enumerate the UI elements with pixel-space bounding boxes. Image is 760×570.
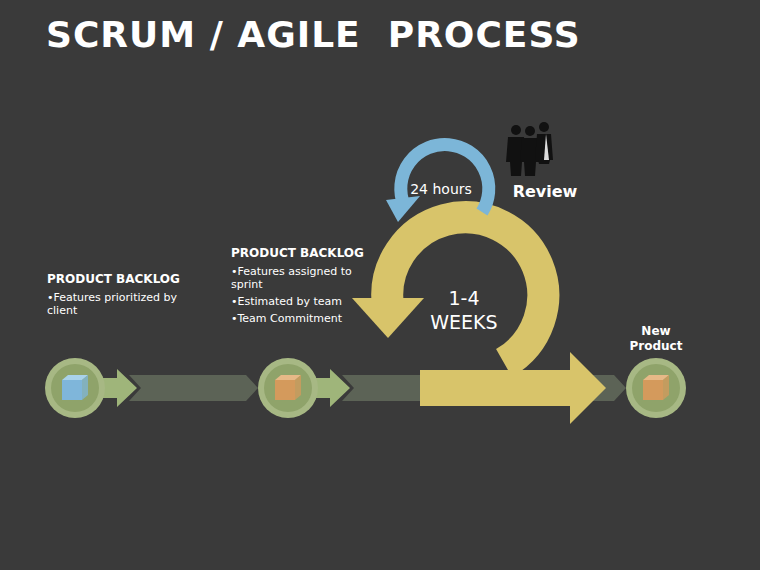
process-circle: New Product — [626, 358, 686, 418]
sprint-shaft — [420, 370, 580, 406]
backlog-bullet: •Team Commitment — [231, 312, 356, 325]
diagram-title: SCRUM / AGILE PROCESS — [46, 14, 581, 55]
loop-label: 24 hours — [405, 180, 477, 198]
people-silhouette — [506, 122, 553, 176]
backlog-heading: PRODUCT BACKLOG — [231, 246, 356, 260]
loop-arrowhead — [352, 298, 424, 338]
daily-arrowhead — [386, 196, 420, 222]
sprint-arrowhead — [570, 352, 606, 424]
circle-icon — [626, 358, 686, 418]
backlog-bullet: •Estimated by team — [231, 295, 356, 308]
product-label: New Product — [621, 324, 691, 354]
backlog-bullet: •Features assigned to sprint — [231, 265, 356, 291]
process-circle: PRODUCT BACKLOG•Features assigned to spr… — [258, 358, 318, 418]
circle-icon — [258, 358, 318, 418]
flow-connector — [103, 369, 258, 407]
node-text-group: New Product — [621, 324, 691, 354]
node-text-group: PRODUCT BACKLOG •Features prioritized by … — [47, 272, 187, 321]
backlog-heading: PRODUCT BACKLOG — [47, 272, 187, 286]
process-circle: PRODUCT BACKLOG•Features prioritized by … — [45, 358, 105, 418]
review-label: Review — [505, 182, 585, 202]
sprint-loop — [387, 217, 543, 363]
duration-label: 1-4 WEEKS — [425, 286, 503, 334]
backlog-bullet: •Features prioritized by client — [47, 291, 187, 317]
shirt-detail — [544, 134, 549, 160]
circle-icon — [45, 358, 105, 418]
node-text-group: PRODUCT BACKLOG •Features assigned to spr… — [231, 246, 356, 329]
